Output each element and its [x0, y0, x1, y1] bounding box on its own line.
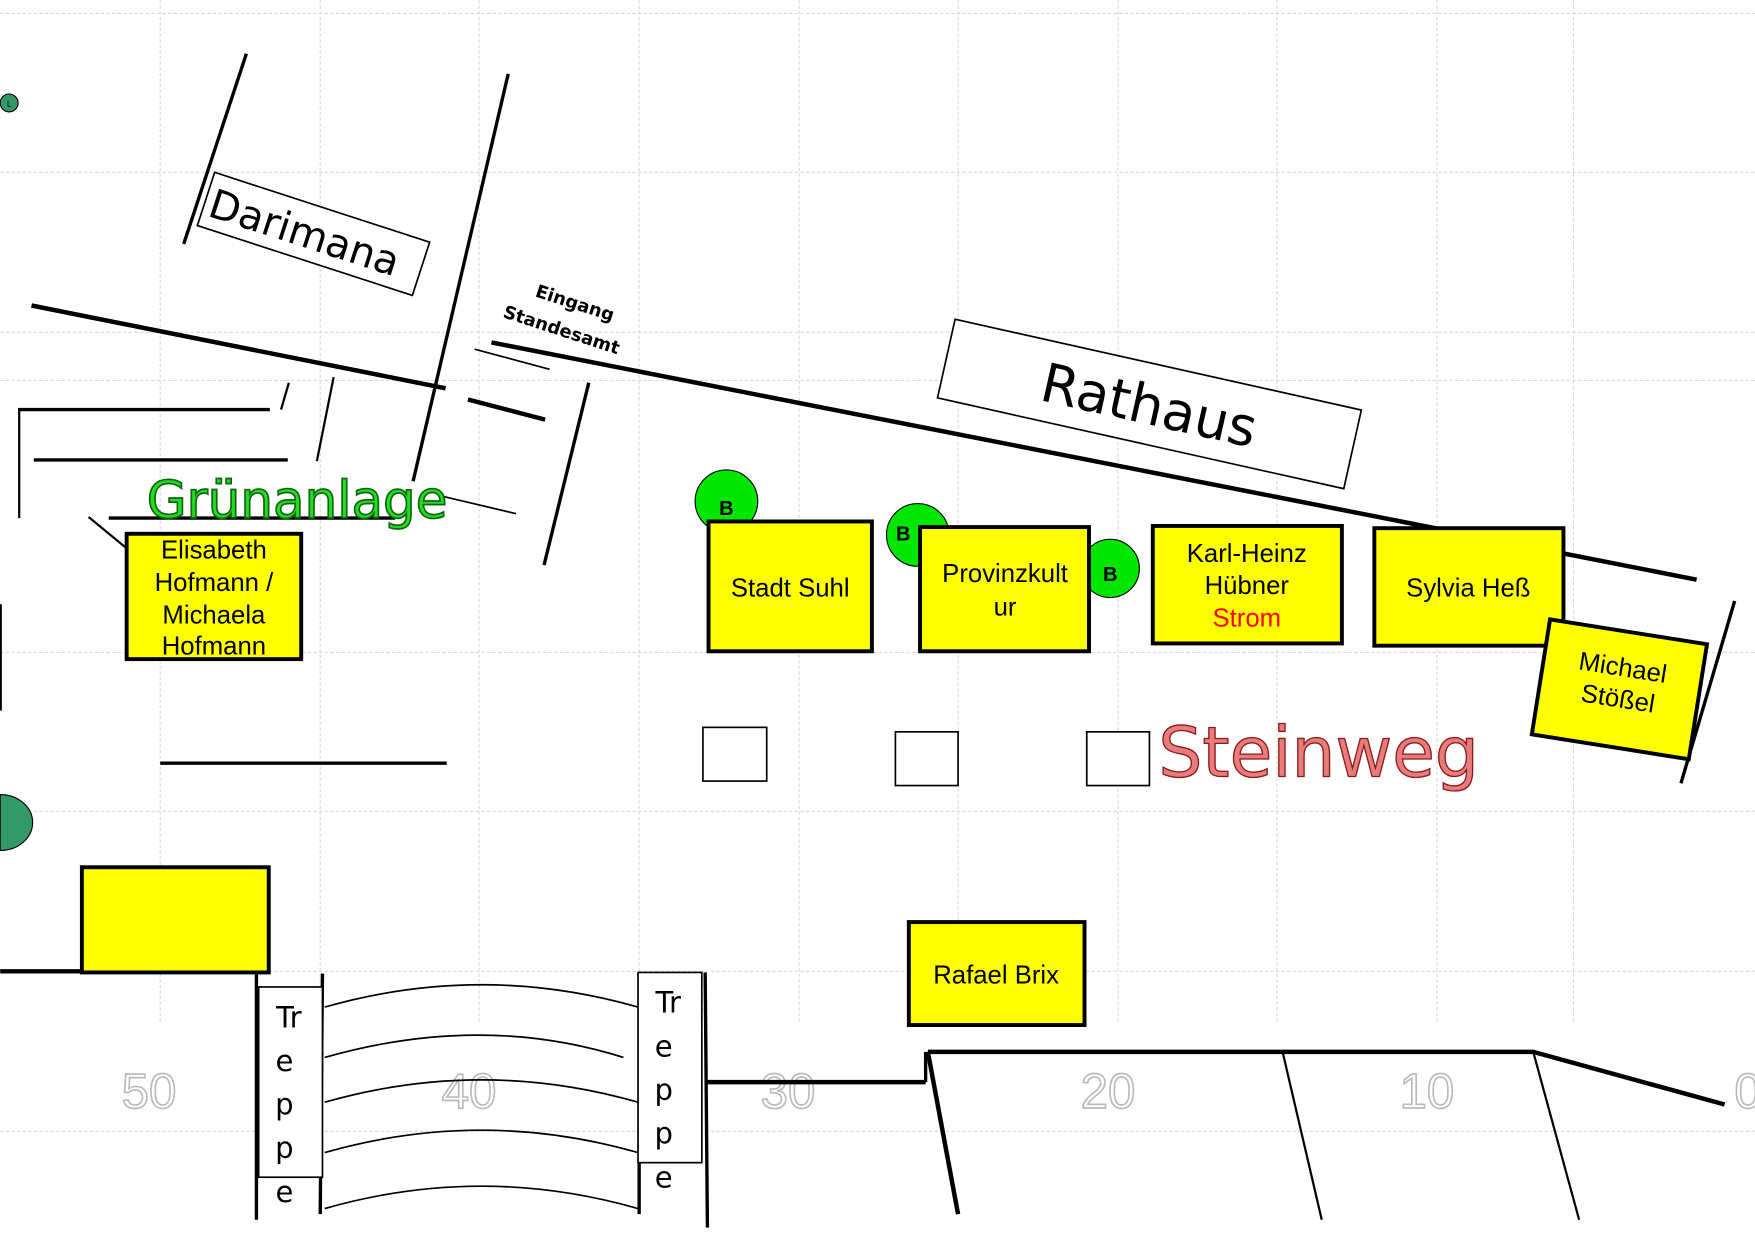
stall-provinzkultur[interactable]: Provinzkult ur — [918, 525, 1091, 654]
treppe-letter: e — [275, 1175, 293, 1209]
rathaus-building: Rathaus — [936, 318, 1363, 490]
axis-label-0: 0 — [1734, 1064, 1755, 1119]
axis-label-50: 50 — [122, 1064, 177, 1119]
gruenanlage-label: Grünanlage — [147, 471, 448, 531]
strom-note: Strom — [1212, 605, 1281, 633]
stall-label: Hofmann / — [155, 569, 275, 597]
tree-3-label: B — [1103, 564, 1118, 586]
tree-2-label: B — [896, 523, 911, 545]
treppe-letter: e — [655, 1160, 673, 1194]
empty-square-3 — [1085, 731, 1151, 787]
darimana-label: Darimana — [203, 181, 405, 286]
treppe-right: Tr e p p e — [637, 971, 703, 1194]
stall-unassigned[interactable] — [79, 865, 271, 975]
tree-3: B — [1080, 538, 1140, 599]
stall-label: Hübner — [1205, 572, 1290, 600]
stall-hofmann[interactable]: Elisabeth Hofmann / Michaela Hofmann — [124, 531, 304, 662]
stall-label: Provinzkult — [942, 560, 1068, 588]
grid — [0, 0, 1755, 1132]
stall-label: Hofmann — [162, 633, 266, 661]
tree-marker-dark-circle — [0, 793, 34, 852]
treppe-letter: e — [275, 1044, 293, 1078]
axis-labels: 50 40 30 20 10 0 — [121, 1063, 1755, 1120]
stall-label: Karl-Heinz — [1187, 540, 1307, 568]
stall-hess[interactable]: Sylvia Heß — [1372, 526, 1566, 648]
axis-label-40: 40 — [442, 1064, 497, 1119]
stall-huebner[interactable]: Karl-Heinz Hübner Strom — [1150, 523, 1344, 646]
building-lines — [0, 53, 1737, 784]
axis-label-20: 20 — [1081, 1064, 1136, 1119]
stall-label: Sylvia Heß — [1406, 574, 1530, 602]
tree-1-label: B — [719, 498, 734, 520]
treppe-letter: p — [275, 1088, 293, 1122]
stall-label: Elisabeth — [161, 536, 267, 564]
treppe-left: Tr e p p e — [257, 986, 324, 1209]
small-marker-label: L — [7, 99, 12, 108]
axis-label-10: 10 — [1400, 1064, 1455, 1119]
treppe-letter: Tr — [655, 986, 681, 1020]
stall-label: ur — [994, 593, 1017, 621]
treppe-letter: p — [655, 1073, 673, 1107]
stall-stoessel[interactable]: Michael Stößel — [1529, 617, 1710, 762]
small-marker: L — [0, 93, 19, 113]
empty-square-2 — [894, 731, 959, 787]
stall-brix[interactable]: Rafael Brix — [906, 920, 1087, 1027]
stall-label: Michaela — [162, 601, 266, 629]
stall-label: Rafael Brix — [933, 962, 1059, 990]
treppe-letter: e — [655, 1029, 673, 1063]
empty-square-1 — [702, 726, 768, 782]
darimana-building: Darimana — [196, 171, 431, 297]
treppe-letter: Tr — [275, 1000, 301, 1034]
steinweg-label: Steinweg — [1158, 714, 1479, 794]
stall-stadt-suhl[interactable]: Stadt Suhl — [706, 519, 874, 654]
treppe-letter: p — [655, 1117, 673, 1151]
axis-label-30: 30 — [761, 1064, 816, 1119]
stall-label: Stadt Suhl — [731, 574, 850, 602]
treppe-letter: p — [275, 1131, 293, 1165]
